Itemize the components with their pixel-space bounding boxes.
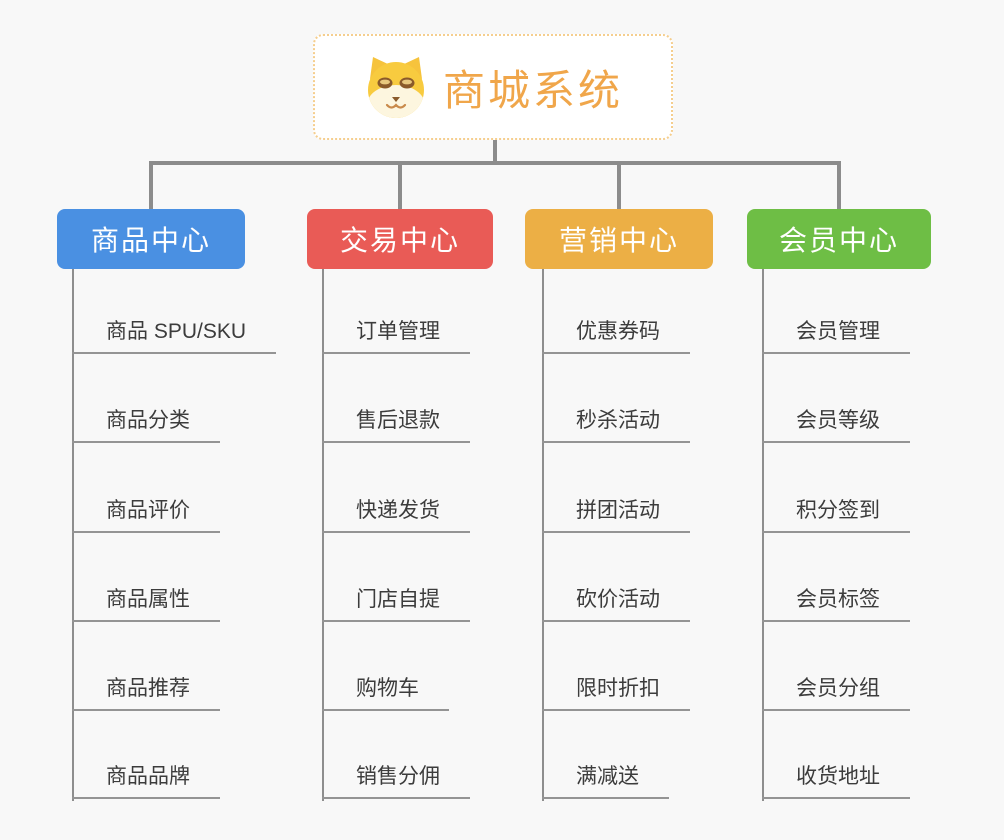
leaf-order-management[interactable]: 订单管理 (322, 317, 470, 354)
leaf-sales-commission[interactable]: 销售分佣 (322, 762, 470, 799)
leaf-full-reduction[interactable]: 满减送 (542, 762, 669, 799)
connector-drop-product (149, 165, 153, 209)
dog-face-icon (367, 57, 424, 118)
connector-drop-trade (398, 165, 402, 209)
leaf-store-pickup[interactable]: 门店自提 (322, 585, 470, 622)
branch-marketing-center[interactable]: 营销中心 (525, 209, 713, 269)
leaf-product-attribute[interactable]: 商品属性 (72, 585, 220, 622)
leaf-coupon-code[interactable]: 优惠券码 (542, 317, 690, 354)
branch-product-center[interactable]: 商品中心 (57, 209, 245, 269)
spine-member (762, 269, 764, 801)
leaf-time-discount[interactable]: 限时折扣 (542, 674, 690, 711)
branch-trade-center[interactable]: 交易中心 (307, 209, 493, 269)
spine-marketing (542, 269, 544, 801)
leaf-aftersale-refund[interactable]: 售后退款 (322, 406, 470, 443)
connector-root-drop (493, 140, 497, 163)
connector-drop-marketing (617, 165, 621, 209)
leaf-member-level[interactable]: 会员等级 (762, 406, 910, 443)
leaf-member-group[interactable]: 会员分组 (762, 674, 910, 711)
leaf-member-management[interactable]: 会员管理 (762, 317, 910, 354)
leaf-shipping-address[interactable]: 收货地址 (762, 762, 910, 799)
leaf-group-buy[interactable]: 拼团活动 (542, 496, 690, 533)
leaf-bargain-activity[interactable]: 砍价活动 (542, 585, 690, 622)
leaf-product-recommend[interactable]: 商品推荐 (72, 674, 220, 711)
leaf-product-brand[interactable]: 商品品牌 (72, 762, 220, 799)
leaf-product-review[interactable]: 商品评价 (72, 496, 220, 533)
connector-trunk (149, 161, 841, 165)
leaf-express-shipping[interactable]: 快递发货 (322, 496, 470, 533)
leaf-product-spu-sku[interactable]: 商品 SPU/SKU (72, 317, 277, 354)
branch-member-center[interactable]: 会员中心 (747, 209, 931, 269)
spine-product (72, 269, 74, 801)
leaf-member-tag[interactable]: 会员标签 (762, 585, 910, 622)
leaf-product-category[interactable]: 商品分类 (72, 406, 220, 443)
spine-trade (322, 269, 324, 801)
leaf-flash-sale[interactable]: 秒杀活动 (542, 406, 690, 443)
root-title: 商城系统 (442, 66, 623, 114)
root-node[interactable]: 商城系统 (313, 34, 673, 140)
leaf-shopping-cart[interactable]: 购物车 (322, 674, 449, 711)
leaf-points-checkin[interactable]: 积分签到 (762, 496, 910, 533)
connector-drop-member (837, 165, 841, 209)
